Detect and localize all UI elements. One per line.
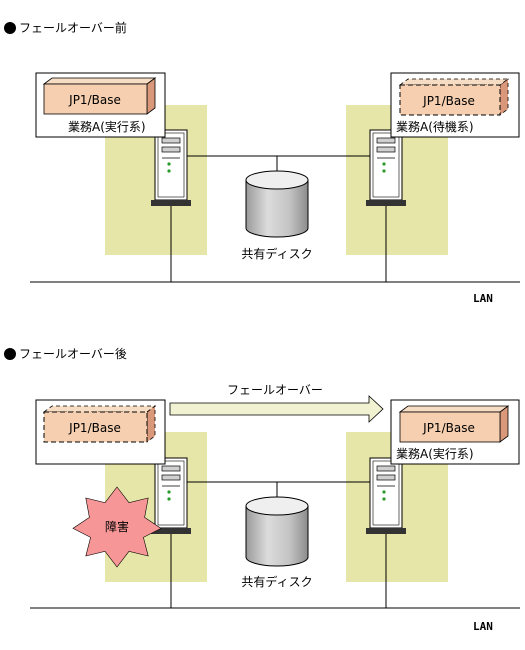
lan-label: LAN — [473, 292, 493, 305]
shared-disk-label: 共有ディスク — [241, 574, 312, 589]
bullet-icon — [4, 348, 16, 360]
lan-label: LAN — [473, 620, 493, 633]
failure-label: 障害 — [105, 519, 129, 534]
bullet-icon — [4, 22, 16, 34]
section-after: フェールオーバー後 フェールオーバー 共有ディスク JP1 — [4, 347, 520, 633]
failover-label: フェールオーバー — [227, 383, 323, 397]
server-icon — [365, 129, 407, 207]
section-before: フェールオーバー前 共有ディスク JP1/Base 業務A(実行系) — [4, 20, 520, 305]
heading-after: フェールオーバー後 — [19, 347, 127, 361]
server-icon — [365, 457, 407, 535]
failure-burst-icon — [72, 486, 162, 568]
heading-before: フェールオーバー前 — [19, 20, 127, 35]
shared-disk-label: 共有ディスク — [241, 246, 312, 261]
server-icon — [150, 457, 192, 535]
product-box-right — [398, 405, 510, 443]
product-box-left-stopped — [42, 405, 157, 443]
product-label-left: JP1/Base — [68, 93, 121, 107]
role-label-right: 業務A(待機系) — [396, 119, 474, 134]
product-box-left — [42, 77, 157, 115]
role-label-right: 業務A(実行系) — [396, 446, 474, 461]
product-box-right-standby — [398, 78, 510, 116]
product-label-left: JP1/Base — [68, 421, 121, 435]
product-label-right: JP1/Base — [422, 421, 475, 435]
cables-after — [170, 481, 387, 608]
role-label-left: 業務A(実行系) — [68, 119, 146, 134]
product-label-right: JP1/Base — [422, 94, 475, 108]
disk-icon — [245, 170, 309, 238]
disk-icon — [245, 496, 309, 567]
server-icon — [150, 129, 192, 207]
arrow-right-icon — [169, 395, 384, 423]
